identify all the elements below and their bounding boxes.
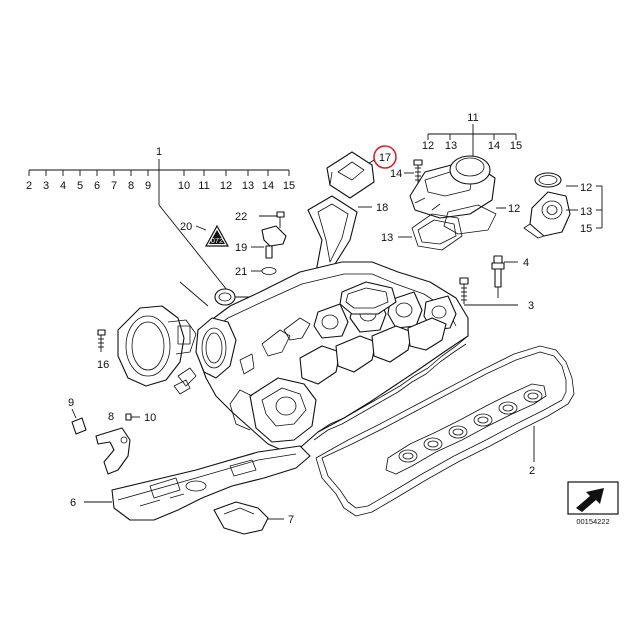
- callout-12-b: 12: [580, 182, 592, 194]
- callout-22: 22: [235, 211, 247, 223]
- part-throttle-body: [117, 281, 209, 387]
- reference-number: 00154222: [576, 517, 609, 526]
- spark-plug-seal-inner: [452, 428, 464, 436]
- callout-2: 2: [529, 465, 535, 477]
- callout-19: 19: [235, 242, 247, 254]
- callout-16: 16: [97, 359, 109, 371]
- callout-13-a: 13: [381, 232, 393, 244]
- callout-12-a: 12: [508, 203, 520, 215]
- part-22-screw: 22: [235, 211, 285, 228]
- callout-14-sub: 14: [488, 140, 500, 152]
- part-pressure-valve: 12 13 15: [523, 172, 603, 239]
- row-1-subpart-label: 6: [94, 180, 100, 192]
- part-4-sensor: 4: [491, 255, 529, 298]
- callout-group-1: 1: [28, 146, 290, 301]
- callout-13-sub: 13: [445, 140, 457, 152]
- row-1-subpart-label: 13: [242, 180, 254, 192]
- spark-plug-seal-inner: [502, 404, 514, 412]
- spark-plug-seal: [473, 413, 493, 427]
- spark-plug-seal: [498, 401, 518, 415]
- callout-group-17: 17: [365, 145, 397, 169]
- callout-13-b: 13: [580, 206, 592, 218]
- spark-plug-seal-inner: [527, 392, 539, 400]
- callout-15-sub: 15: [510, 140, 522, 152]
- spark-plug-seal: [448, 425, 468, 439]
- spark-plug-seal-inner: [402, 452, 414, 460]
- spark-plug-seal-inner: [477, 416, 489, 424]
- spark-plug-seal: [523, 389, 543, 403]
- callout-14: 14: [390, 168, 402, 180]
- part-17-cap: [326, 151, 375, 199]
- part-18-gasket: 18: [307, 195, 388, 331]
- part-11-separator: [409, 155, 496, 219]
- callout-12-sub: 12: [422, 140, 434, 152]
- callout-group-11: 11 12 13 14 15: [422, 112, 522, 160]
- callout-10: 10: [144, 412, 156, 424]
- warning-symbol-text: 072: [211, 236, 224, 245]
- row-1-subpart-label: 9: [145, 180, 151, 192]
- part-2-gasket: 2: [315, 345, 575, 517]
- spark-plug-seal: [398, 449, 418, 463]
- row-1-subpart-label: 4: [60, 180, 66, 192]
- callout-7: 7: [288, 514, 294, 526]
- callout-1: 1: [156, 146, 162, 158]
- part-13-gasket: 13: [381, 213, 463, 251]
- row-1-subpart-label: 7: [111, 180, 117, 192]
- spark-plug-seal-inner: [427, 440, 439, 448]
- part-12-gasket-ring: 12: [443, 203, 520, 235]
- row-1-subpart-label: 10: [178, 180, 190, 192]
- callout-18: 18: [376, 202, 388, 214]
- part-19-sensor: 19: [235, 225, 287, 259]
- part-8-bracket: 8: [95, 411, 131, 475]
- callout-3: 3: [528, 300, 534, 312]
- callout-9: 9: [68, 397, 74, 409]
- row-1-subpart-label: 8: [128, 180, 134, 192]
- row-1-subpart-label: 11: [198, 180, 209, 192]
- callout-8: 8: [108, 411, 114, 423]
- callout-20: 20: [180, 221, 192, 233]
- callout-21: 21: [235, 266, 247, 278]
- part-7-plate: 7: [213, 501, 294, 535]
- row-1-subpart-label: 12: [220, 180, 232, 192]
- part-10-nut: 10: [125, 412, 156, 424]
- part-16-bolt: 16: [97, 329, 109, 371]
- part-9-clip: 9: [68, 397, 87, 435]
- callout-11: 11: [467, 112, 478, 124]
- part-1-intake-manifold: [173, 261, 469, 453]
- row-1-subpart-label: 15: [283, 180, 295, 192]
- part-3-bolt: 3: [459, 277, 534, 312]
- callout-4: 4: [523, 257, 529, 269]
- part-21-oring: 21: [235, 266, 277, 278]
- orientation-arrow-box: 00154222: [567, 481, 619, 526]
- row-1-subpart-label: 14: [262, 180, 274, 192]
- row-1-subpart-label: 5: [77, 180, 83, 192]
- spark-plug-seal: [423, 437, 443, 451]
- part-6-cover: 6: [70, 445, 311, 521]
- highlight-circle: [373, 145, 397, 169]
- callout-15-b: 15: [580, 223, 592, 235]
- callout-17: 17: [379, 152, 391, 164]
- part-14-bolt: 14: [390, 159, 423, 185]
- row-1-subpart-label: 2: [26, 180, 32, 192]
- part-20-warning-symbol: 072 20: [180, 221, 230, 247]
- row-1-subpart-label: 3: [43, 180, 49, 192]
- callout-6: 6: [70, 497, 76, 509]
